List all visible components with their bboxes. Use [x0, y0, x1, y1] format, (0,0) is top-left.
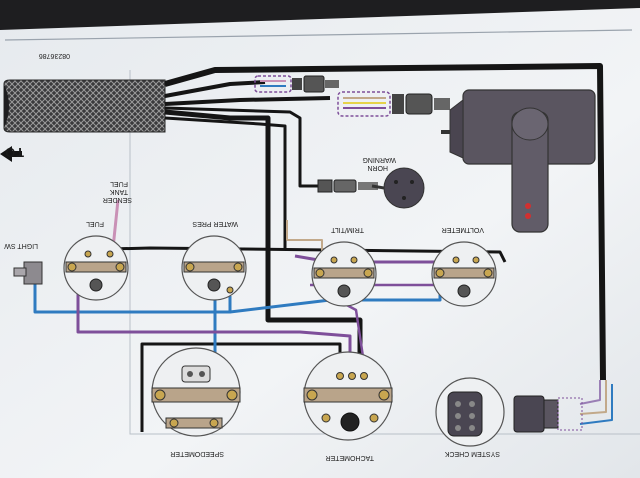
water-pressure-gauge — [181, 235, 247, 301]
speedometer-gauge — [151, 347, 241, 437]
harness-sheath — [3, 79, 166, 133]
outboard-arrow-icon — [0, 146, 22, 162]
syscheck-wire-1 — [579, 380, 601, 405]
purple-wire-1 — [76, 280, 352, 370]
blue-wire-light-1 — [33, 284, 232, 314]
black-wire-horn — [164, 106, 318, 188]
connector-plug-2 — [337, 91, 450, 117]
trim-tilt-gauge — [311, 241, 377, 307]
light-switch-label: LIGHT SW — [4, 242, 38, 249]
fuel-sender-label-1: FUEL — [110, 180, 128, 187]
part-number: 08236786 — [39, 52, 70, 59]
fuel-gauge — [63, 235, 129, 301]
black-wire-trunk — [164, 109, 363, 368]
tachometer-label: TACHOMETER — [326, 454, 374, 461]
speedometer-label: SPEEDOMETER — [170, 450, 224, 457]
black-wire-main — [164, 63, 606, 381]
trim-button-down-icon — [525, 213, 531, 219]
connector-plug-1 — [254, 75, 339, 93]
to-outboard-label: TO OUTBOARD — [0, 145, 24, 160]
fuel-sender-label-2: TANK — [110, 188, 128, 195]
trim-tilt-label: TRIM/TILT — [330, 226, 364, 233]
water-pressure-label: WATER PRES — [192, 220, 238, 227]
warning-horn-label-1: WARNING — [362, 156, 396, 163]
system-check-gauge — [435, 377, 505, 447]
trim-button-up-icon — [525, 203, 531, 209]
tan-wire — [286, 220, 323, 258]
connector-horn — [317, 179, 378, 193]
remote-control-box — [441, 89, 596, 233]
tachometer-gauge — [303, 351, 393, 441]
warning-horn — [371, 167, 425, 209]
fuel-gauge-label: FUEL — [86, 220, 104, 227]
harness-end — [4, 84, 9, 128]
system-check-label: SYSTEM CHECK — [444, 450, 500, 457]
syscheck-wire-3 — [579, 384, 613, 425]
light-switch — [13, 261, 43, 285]
black-wire-plug2 — [164, 96, 331, 106]
warning-horn-label-2: HORN — [367, 164, 388, 171]
black-wire-trim — [164, 116, 287, 250]
voltmeter-gauge — [431, 241, 497, 307]
voltmeter-label: VOLTMETER — [442, 226, 484, 233]
fuel-sender-label-3: SENDER — [103, 196, 132, 203]
black-wire-plug1 — [164, 80, 266, 98]
syscheck-wire-2 — [579, 380, 607, 415]
system-check-connector — [513, 395, 583, 433]
border-top — [4, 29, 633, 41]
